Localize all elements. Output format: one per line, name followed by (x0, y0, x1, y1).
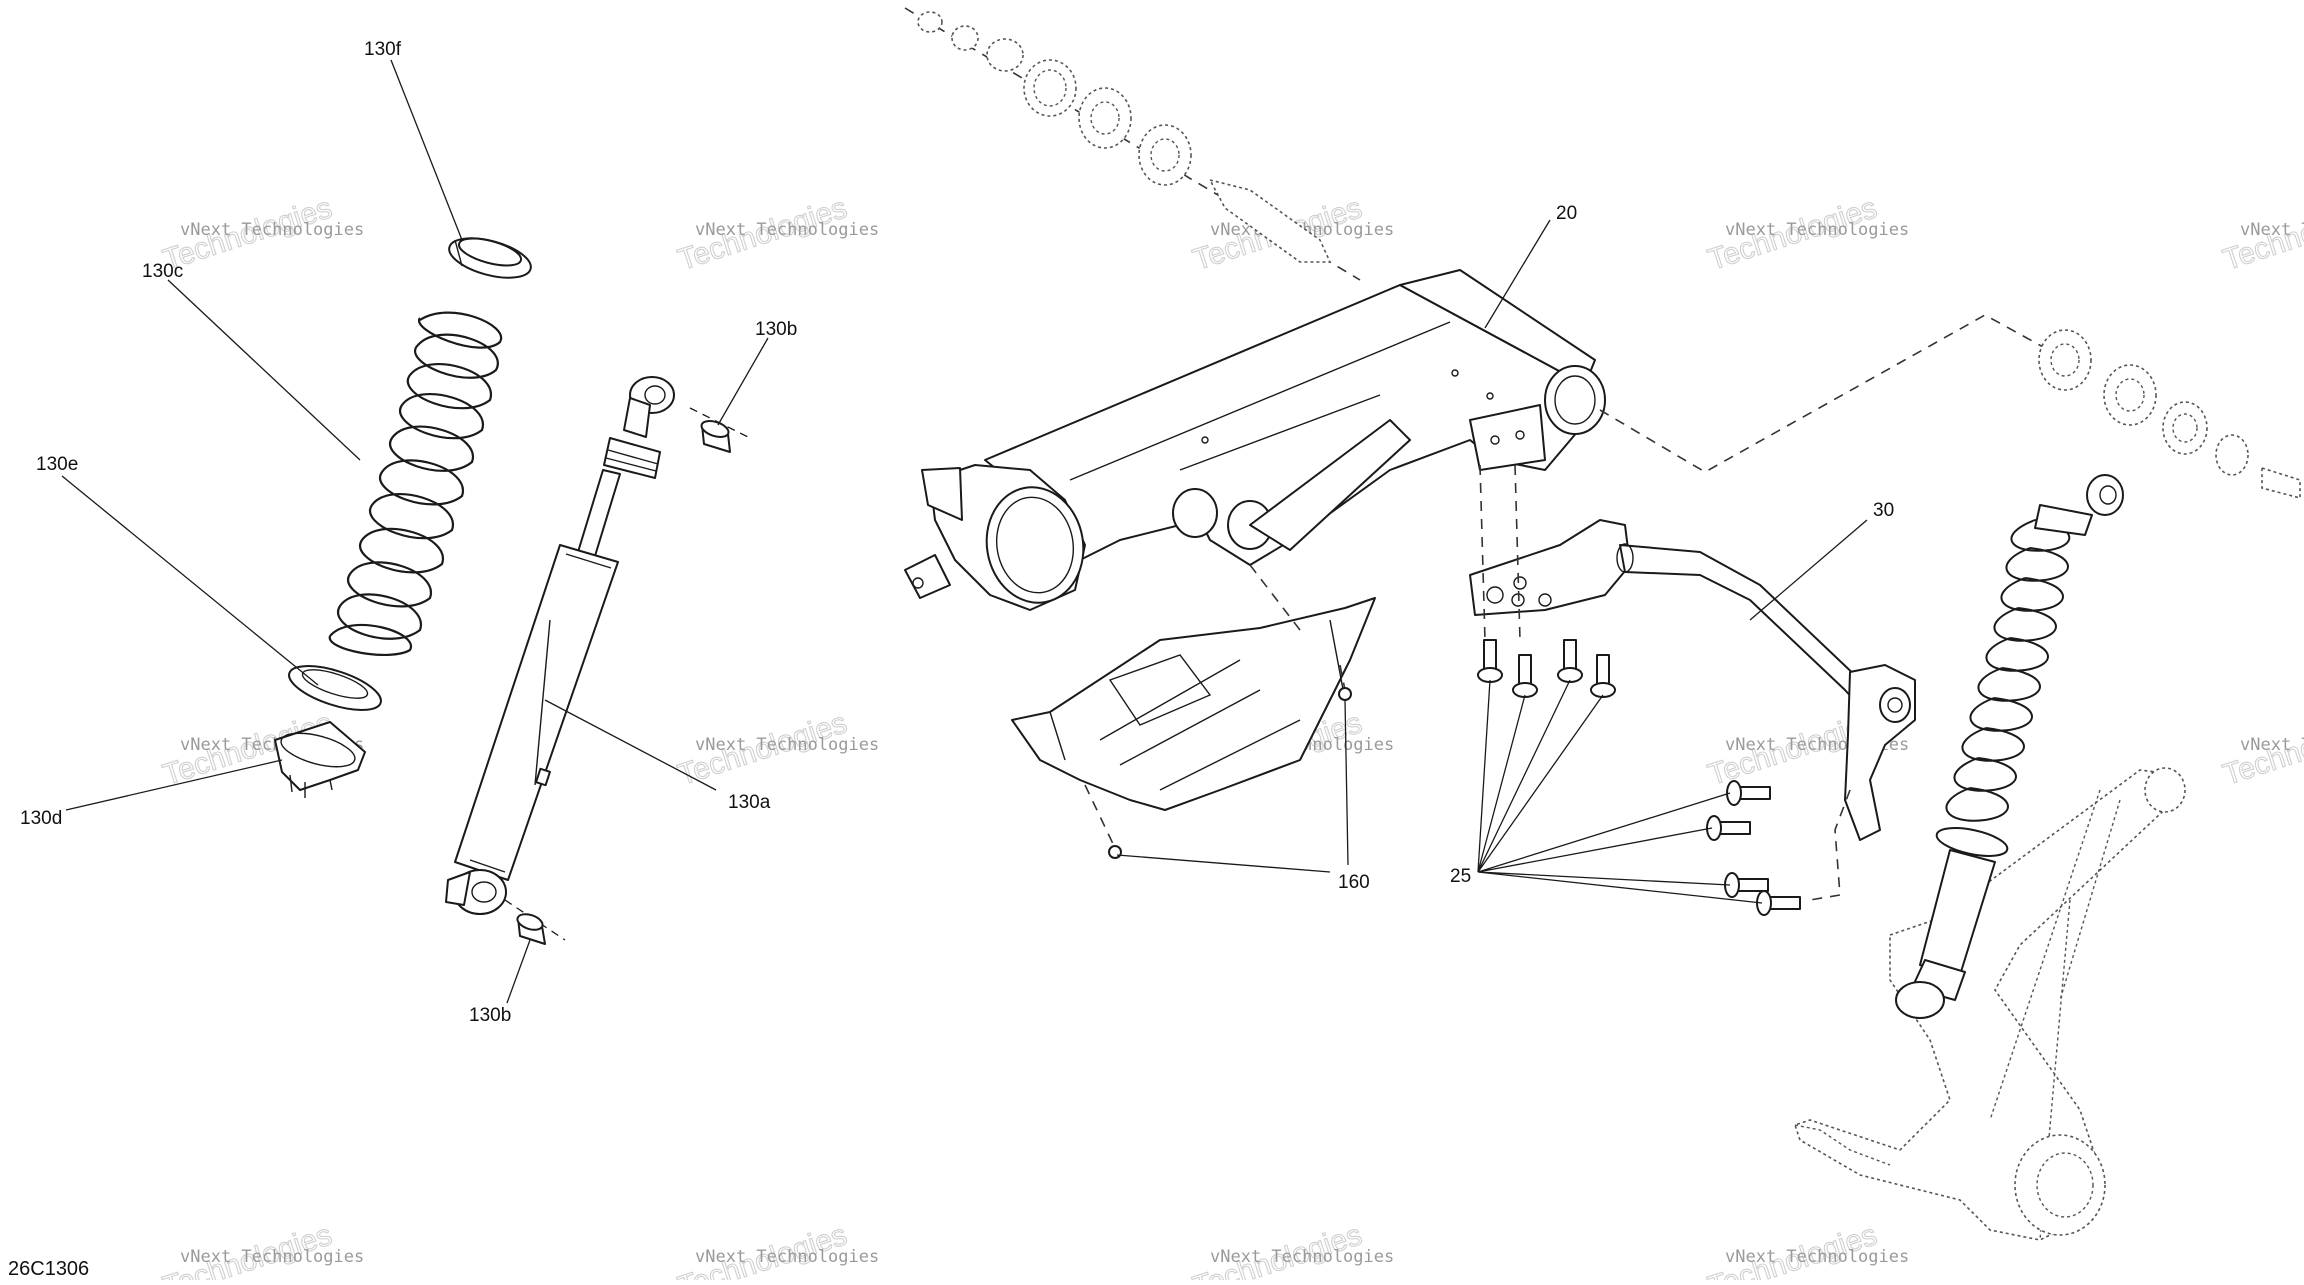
svg-text:vNext Technologies: vNext Technologies (2240, 220, 2304, 240)
callout-130e: 130e (36, 454, 78, 475)
watermark: Technologies vNext Technologies (674, 191, 880, 278)
part-130c-coil-spring (328, 311, 503, 657)
watermark: Technologies vNext Technologies (1704, 1218, 1910, 1285)
watermark: Technologies vNext Technologies (159, 1218, 365, 1285)
svg-text:vNext Technologies: vNext Technologies (180, 1247, 364, 1267)
callout-20: 20 (1556, 203, 1577, 224)
leader-lines (61, 59, 1868, 1004)
part-20-swing-arm (904, 269, 1606, 611)
callout-130d: 130d (20, 808, 62, 829)
assembly-line (1339, 664, 1346, 691)
callout-25: 25 (1450, 866, 1471, 887)
assembly-line (1084, 784, 1116, 849)
callout-labels: 130f 130c 130b 130e 130d 130a 130b 20 30… (20, 39, 1894, 1026)
part-130e-spring-seat (288, 665, 382, 711)
part-130b-bushing-bottom (504, 899, 566, 945)
axle-bearing-stack-right (2038, 329, 2301, 500)
callout-30: 30 (1873, 500, 1894, 521)
callout-130a: 130a (728, 792, 771, 813)
watermark: Technologies vNext Technologies (2219, 191, 2304, 278)
part-25-bolt (1724, 872, 1769, 898)
part-25-bolt (1512, 654, 1538, 698)
callout-160: 160 (1338, 872, 1370, 893)
svg-text:vNext Technologies: vNext Technologies (695, 735, 879, 755)
watermark: Technologies vNext Technologies (1704, 191, 1910, 278)
assembly-lines-bolts (1479, 464, 1851, 901)
svg-text:vNext Technologies: vNext Technologies (1725, 220, 1909, 240)
svg-text:vNext Technologies: vNext Technologies (2240, 735, 2304, 755)
part-25-bolt (1590, 654, 1616, 698)
svg-text:vNext Technologies: vNext Technologies (1210, 1247, 1394, 1267)
callout-130f: 130f (364, 39, 402, 60)
part-130f-spring-retainer (448, 237, 532, 279)
svg-text:vNext Technologies: vNext Technologies (1725, 1247, 1909, 1267)
callout-130c: 130c (142, 261, 183, 282)
part-25-bolt (1706, 815, 1751, 841)
assembly-line (1249, 564, 1301, 631)
part-25-bolt (1557, 639, 1583, 683)
svg-text:vNext Technologies: vNext Technologies (695, 1247, 879, 1267)
callout-130b-top: 130b (755, 319, 797, 340)
part-25-bolt (1756, 890, 1801, 916)
part-130a-shock-absorber (445, 376, 675, 915)
watermark: Technologies vNext Technologies (2219, 706, 2304, 793)
callout-130b-bottom: 130b (469, 1005, 511, 1026)
part-30-stabilizer-bar (1469, 519, 1916, 841)
diagram-code: 26C1306 (8, 1258, 89, 1280)
svg-text:vNext Technologies: vNext Technologies (180, 220, 364, 240)
part-25-bolt (1726, 780, 1771, 806)
axle-bearing-stack-top (904, 7, 1361, 281)
pivot-axis-line (1599, 314, 2086, 473)
part-25-bolt-set (1477, 639, 1801, 916)
svg-text:vNext Technologies: vNext Technologies (695, 220, 879, 240)
watermark: Technologies vNext Technologies (674, 706, 880, 793)
part-130b-bushing-top (689, 407, 751, 453)
assembled-shock-and-knuckle (1793, 474, 2186, 1241)
part-130d-adjuster-collar (274, 721, 366, 798)
watermark: Technologies vNext Technologies (674, 1218, 880, 1285)
watermark: Technologies vNext Technologies (159, 191, 365, 278)
part-skid-plate-guard (1011, 597, 1376, 811)
part-25-bolt (1477, 639, 1503, 683)
watermark: Technologies vNext Technologies (1189, 1218, 1395, 1285)
